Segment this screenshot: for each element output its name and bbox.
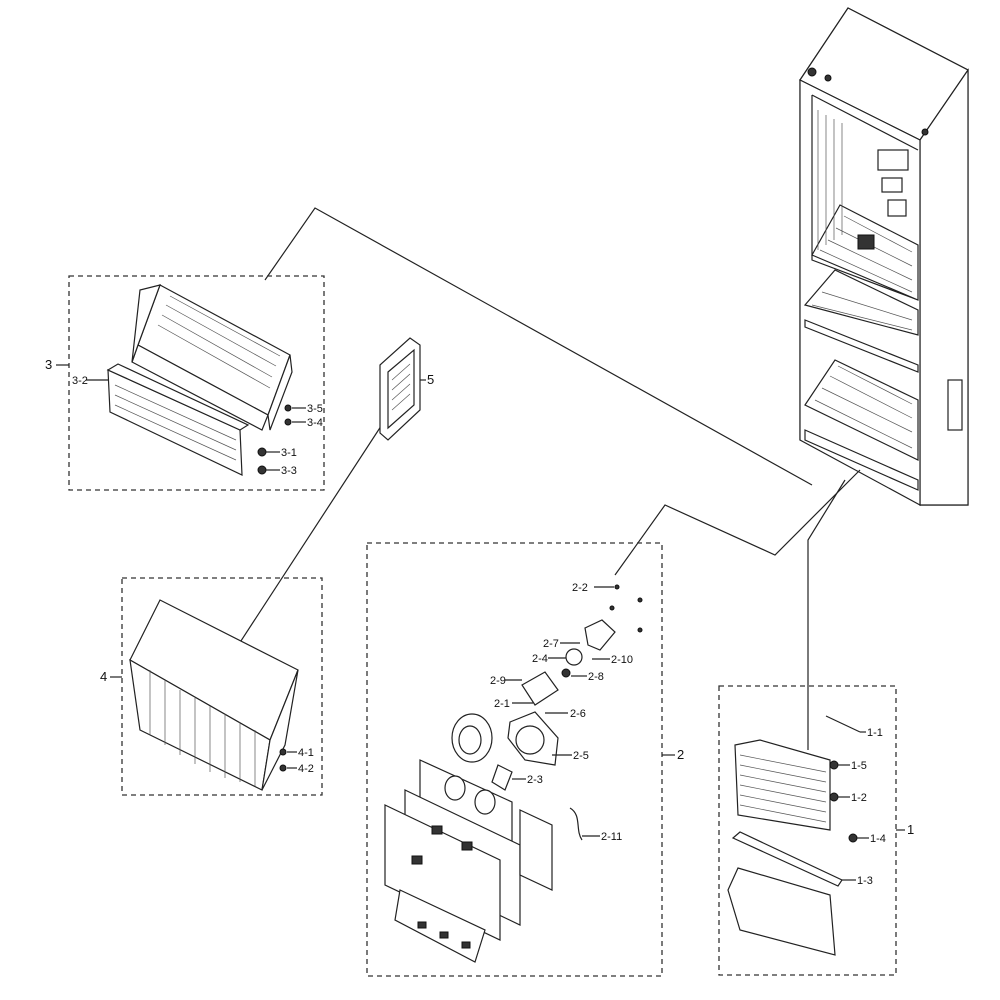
- callout-5: 5: [427, 372, 434, 387]
- callout-1-3: 1-3: [857, 875, 873, 887]
- callout-2-7: 2-7: [543, 638, 559, 650]
- group-1-cover-assembly: [718, 685, 905, 976]
- callout-4: 4: [100, 669, 107, 684]
- part-5-cover: [379, 337, 426, 441]
- callout-2-10: 2-10: [611, 654, 633, 666]
- callout-3-3: 3-3: [281, 465, 297, 477]
- callout-2-9: 2-9: [490, 675, 506, 687]
- callout-4-2: 4-2: [298, 763, 314, 775]
- group-2-evaporator-fan-assembly: [366, 542, 675, 977]
- callout-1-4: 1-4: [870, 833, 886, 845]
- callout-2: 2: [677, 747, 684, 762]
- callout-3-5: 3-5: [307, 403, 323, 415]
- callout-1-2: 1-2: [851, 792, 867, 804]
- leader-lines: [221, 207, 861, 750]
- callout-3: 3: [45, 357, 52, 372]
- callout-2-3: 2-3: [527, 774, 543, 786]
- callout-1-1: 1-1: [867, 727, 883, 739]
- group-4-basket-assembly: [110, 577, 323, 796]
- refrigerator-illustration: [799, 7, 969, 507]
- callout-2-4: 2-4: [532, 653, 548, 665]
- callout-4-1: 4-1: [298, 747, 314, 759]
- callout-3-1: 3-1: [281, 447, 297, 459]
- group-3-drawer-assembly: [56, 275, 325, 491]
- callout-1: 1: [907, 822, 914, 837]
- callout-3-4: 3-4: [307, 417, 323, 429]
- callout-2-1: 2-1: [494, 698, 510, 710]
- callout-1-5: 1-5: [851, 760, 867, 772]
- callout-3-2: 3-2: [72, 375, 88, 387]
- callout-2-2: 2-2: [572, 582, 588, 594]
- callout-2-8: 2-8: [588, 671, 604, 683]
- callout-2-5: 2-5: [573, 750, 589, 762]
- callout-2-6: 2-6: [570, 708, 586, 720]
- callout-2-11: 2-11: [601, 831, 622, 843]
